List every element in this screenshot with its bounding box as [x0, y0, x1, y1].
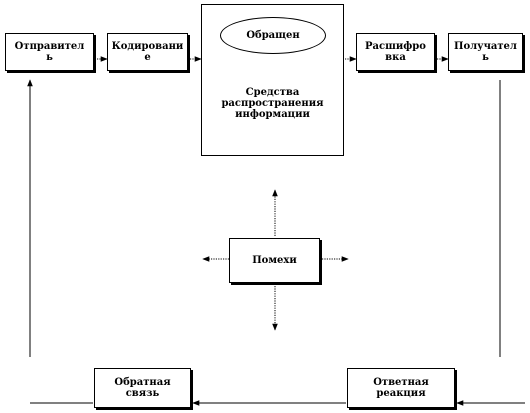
decoding-box: Расшифро вка	[356, 33, 435, 71]
medium-box: Обращен Средства распространения информа…	[201, 4, 344, 156]
encoding-box: Кодировани е	[107, 33, 188, 71]
noise-box: Помехи	[229, 238, 320, 283]
feedback-box: Обратная связь	[94, 368, 191, 408]
receiver-box: Получател ь	[448, 33, 523, 71]
sender-box: Отправител ь	[5, 33, 94, 71]
response-box: Ответная реакция	[347, 368, 455, 408]
medium-label: Средства распространения информации	[221, 87, 324, 120]
message-ellipse: Обращен	[220, 17, 326, 54]
